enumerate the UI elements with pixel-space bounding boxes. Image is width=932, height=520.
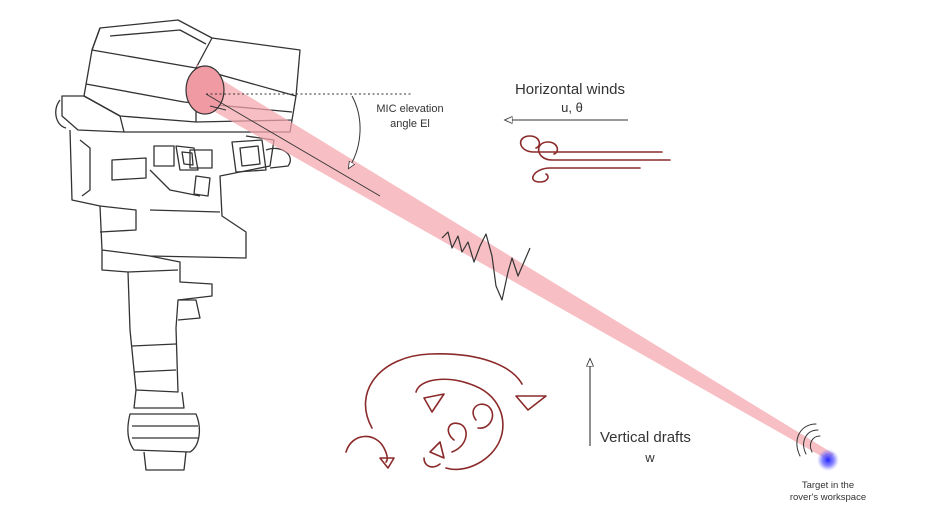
wind-gust-icon — [519, 135, 671, 183]
target-label-line2: rover's workspace — [790, 492, 866, 503]
swirl-large-arc — [364, 353, 523, 429]
target-glow — [817, 449, 839, 471]
target-label-line1: Target in the — [802, 480, 854, 491]
vertical-drafts-symbol: w — [644, 450, 655, 465]
swirl-lower-arrowhead — [429, 441, 445, 459]
swirl-left-arc — [345, 435, 389, 463]
elevation-angle-indicator — [205, 93, 412, 197]
laser-beam-cone — [196, 64, 834, 460]
elevation-arc-arrow — [350, 95, 361, 166]
beam-axis-line — [205, 93, 381, 197]
mast-pole — [101, 250, 213, 471]
swirl-inner-curl-top — [472, 403, 494, 429]
swirl-center-loop — [415, 378, 504, 471]
swirl-center-arrowhead — [423, 393, 445, 413]
acoustic-wave-squiggle — [441, 231, 531, 301]
horizontal-winds-title: Horizontal winds — [515, 81, 625, 98]
laser-beam — [185, 64, 834, 460]
vertical-drafts-title: Vertical drafts — [600, 429, 691, 446]
swirl-large-arrowhead — [515, 395, 547, 411]
aperture-inner-line — [209, 105, 227, 111]
swirl-left-arrowhead — [379, 457, 395, 469]
mast-body — [55, 95, 293, 259]
elevation-label-line1: MIC elevation — [376, 103, 443, 115]
rover-mast-drawing — [55, 19, 301, 471]
swirl-lower-tail — [423, 457, 441, 468]
target-signal-icon — [796, 423, 821, 457]
swirl-inner-curl-bottom — [447, 422, 467, 453]
horizontal-winds-symbols: u, θ — [561, 100, 583, 115]
elevation-label-line2: angle El — [390, 118, 430, 130]
mic-aperture — [185, 65, 225, 115]
turbulence-swirls — [345, 353, 547, 471]
